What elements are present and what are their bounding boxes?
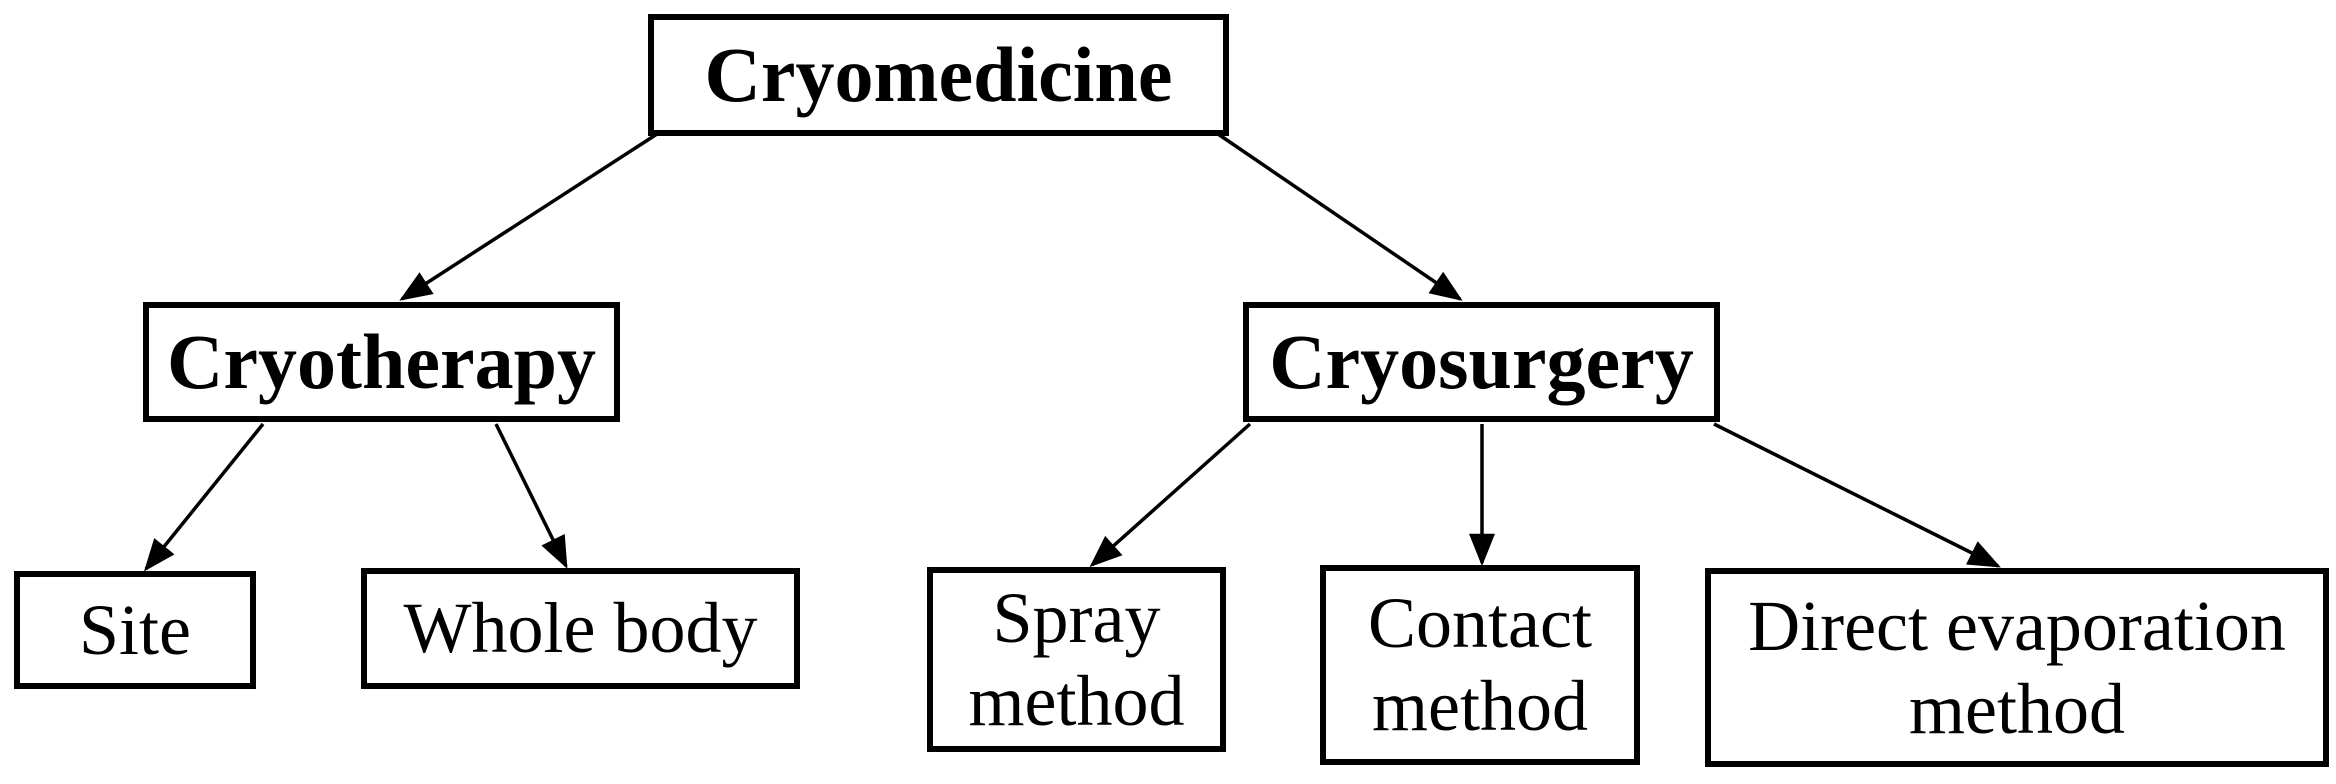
node-cryomedicine-label: Cryomedicine: [704, 31, 1173, 119]
edge-cryosurgery-spray: [1089, 422, 1252, 568]
node-cryotherapy: Cryotherapy: [143, 302, 620, 422]
node-cryotherapy-label: Cryotherapy: [167, 318, 596, 406]
node-cryomedicine: Cryomedicine: [648, 14, 1229, 136]
edge-cryotherapy-site: [143, 422, 265, 572]
node-cryosurgery: Cryosurgery: [1243, 302, 1720, 422]
node-spray-method-label: Spray method: [968, 577, 1185, 741]
edge-cryomedicine-cryosurgery: [1217, 132, 1463, 301]
node-direct-evaporation-method-label: Direct evaporation method: [1748, 585, 2286, 749]
edge-cryosurgery-direct: [1713, 422, 2001, 568]
node-site: Site: [14, 571, 256, 689]
node-whole-body-label: Whole body: [403, 588, 758, 669]
node-spray-method: Spray method: [927, 567, 1226, 752]
node-site-label: Site: [78, 589, 191, 670]
edge-cryomedicine-cryotherapy: [399, 132, 658, 301]
node-direct-evaporation-method: Direct evaporation method: [1705, 568, 2329, 767]
node-cryosurgery-label: Cryosurgery: [1269, 318, 1694, 406]
node-contact-method: Contact method: [1320, 565, 1640, 765]
edge-cryotherapy-whole-body: [494, 423, 568, 569]
node-whole-body: Whole body: [361, 568, 800, 689]
node-contact-method-label: Contact method: [1368, 583, 1592, 746]
